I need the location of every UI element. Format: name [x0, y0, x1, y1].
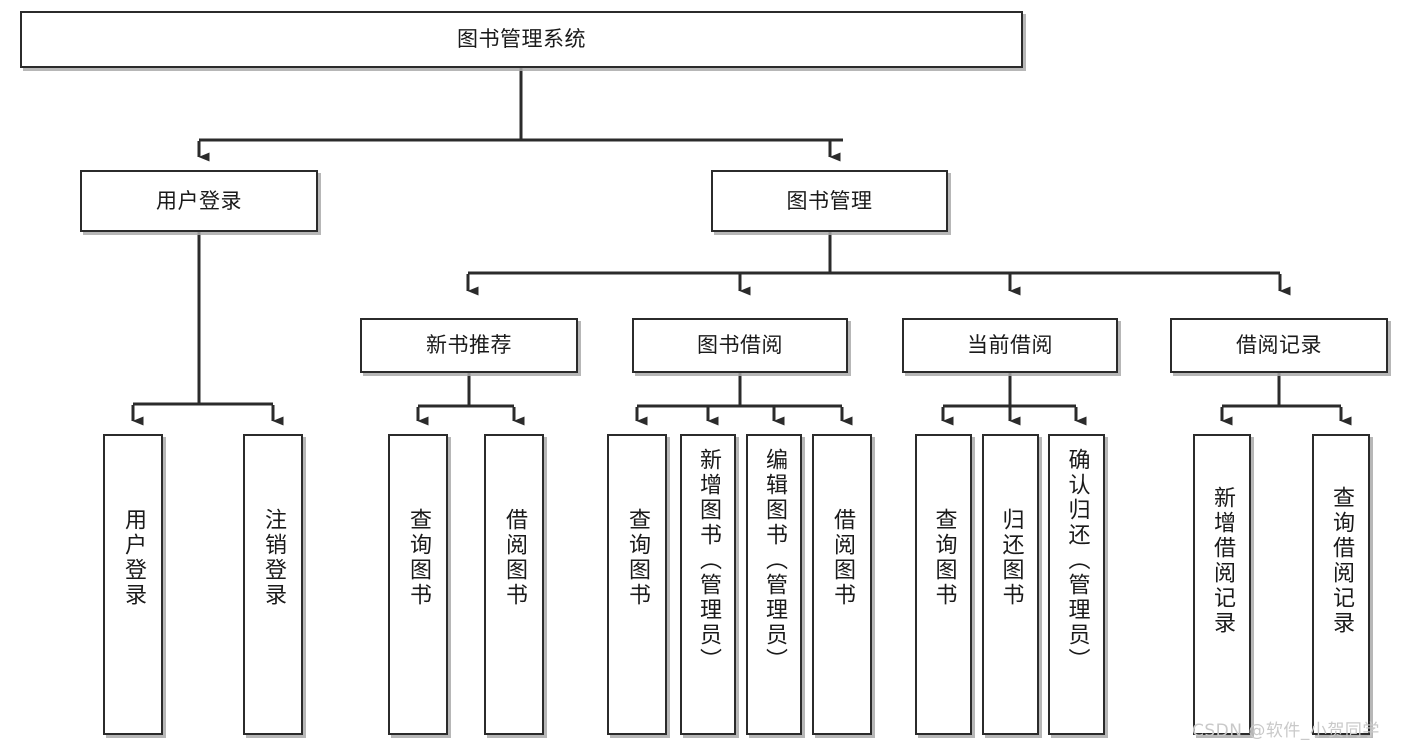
node-borrow-record-label: 借阅记录 [1236, 333, 1322, 358]
node-leaf-query-record[interactable]: 查询借阅记录 [1312, 434, 1370, 735]
node-leaf-query-book-3-label: 查询图书 [931, 508, 957, 608]
node-current-borrow[interactable]: 当前借阅 [902, 318, 1118, 373]
node-leaf-query-record-label: 查询借阅记录 [1329, 486, 1354, 636]
node-leaf-return-book-label: 归还图书 [998, 508, 1024, 608]
node-leaf-logout[interactable]: 注销登录 [243, 434, 303, 735]
node-leaf-query-book-3[interactable]: 查询图书 [915, 434, 972, 735]
node-current-borrow-label: 当前借阅 [967, 333, 1053, 358]
node-leaf-confirm-return[interactable]: 确认归还（管理员） [1048, 434, 1105, 735]
node-book-borrow-label: 图书借阅 [697, 333, 783, 358]
node-leaf-edit-book-label: 编辑图书（管理员） [762, 448, 787, 673]
node-leaf-return-book[interactable]: 归还图书 [982, 434, 1039, 735]
node-book-manage[interactable]: 图书管理 [711, 170, 948, 232]
node-new-book-rec[interactable]: 新书推荐 [360, 318, 578, 373]
node-leaf-query-book-1[interactable]: 查询图书 [388, 434, 448, 735]
node-leaf-query-book-2[interactable]: 查询图书 [607, 434, 667, 735]
node-leaf-query-book-2-label: 查询图书 [625, 508, 650, 608]
node-leaf-add-record-label: 新增借阅记录 [1210, 486, 1235, 636]
node-leaf-add-book[interactable]: 新增图书（管理员） [680, 434, 736, 735]
node-user-login-label: 用户登录 [156, 188, 242, 213]
node-borrow-record[interactable]: 借阅记录 [1170, 318, 1388, 373]
node-leaf-confirm-return-label: 确认归还（管理员） [1064, 448, 1090, 673]
node-book-manage-label: 图书管理 [786, 188, 873, 213]
csdn-watermark: CSDN @软件_小贺同学 [1192, 721, 1380, 741]
node-leaf-borrow-book-2[interactable]: 借阅图书 [812, 434, 872, 735]
node-leaf-user-login[interactable]: 用户登录 [103, 434, 163, 735]
node-new-book-rec-label: 新书推荐 [426, 333, 512, 358]
node-leaf-borrow-book-2-label: 借阅图书 [830, 508, 855, 608]
node-root-label: 图书管理系统 [457, 27, 586, 52]
node-leaf-borrow-book-1[interactable]: 借阅图书 [484, 434, 544, 735]
node-leaf-borrow-book-1-label: 借阅图书 [502, 508, 527, 608]
node-leaf-add-record[interactable]: 新增借阅记录 [1193, 434, 1251, 735]
node-leaf-add-book-label: 新增图书（管理员） [696, 448, 721, 673]
node-leaf-user-login-label: 用户登录 [121, 508, 146, 608]
node-user-login[interactable]: 用户登录 [80, 170, 318, 232]
node-book-borrow[interactable]: 图书借阅 [632, 318, 848, 373]
node-leaf-logout-label: 注销登录 [261, 508, 286, 608]
node-leaf-edit-book[interactable]: 编辑图书（管理员） [746, 434, 802, 735]
node-root[interactable]: 图书管理系统 [20, 11, 1023, 68]
node-leaf-query-book-1-label: 查询图书 [406, 508, 431, 608]
